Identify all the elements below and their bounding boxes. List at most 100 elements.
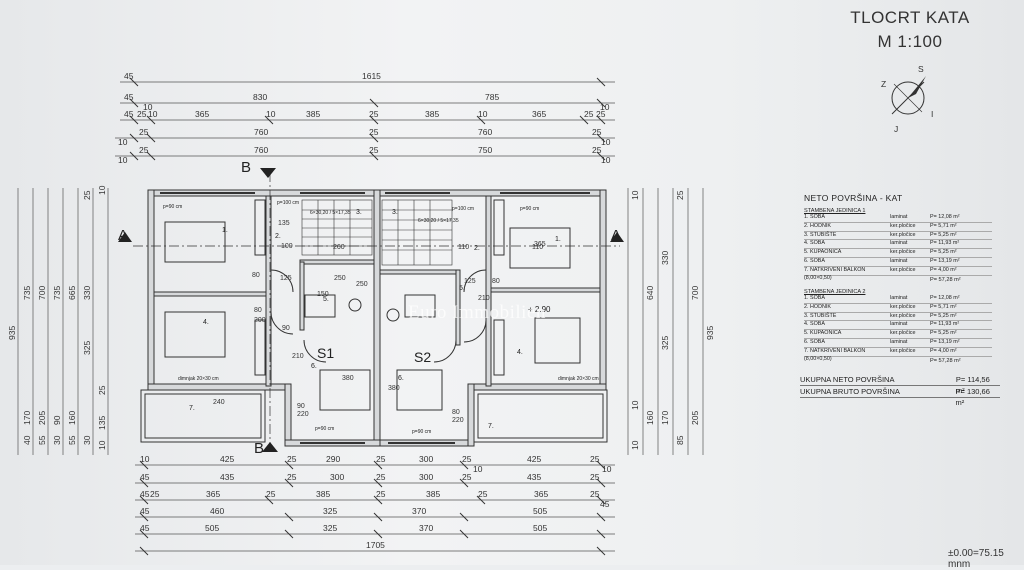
dim-right-9: 10 <box>630 190 640 200</box>
room-floor: ker.pločice <box>890 303 916 310</box>
dim-bot-6-0: 1705 <box>366 540 385 550</box>
neto-unit-2-title: STAMBENA JEDINICA 2 <box>804 289 866 295</box>
dim-top-5-6: 10 <box>601 155 611 165</box>
inner-dim-19: 210 <box>478 295 490 302</box>
dim-top-3-0: 45 <box>124 109 134 119</box>
dim-bot-1-6: 25 <box>462 454 472 464</box>
room-floor: ker.pločice <box>890 347 916 354</box>
inner-dim-8: 125 <box>464 278 476 285</box>
room-area: P= 5,25 m² <box>930 330 957 337</box>
section-a-left: A <box>118 227 128 244</box>
room-area: P= 4,00 m² <box>930 266 957 273</box>
dim-bot-2-7: 435 <box>527 472 541 482</box>
inner-dim-17: 220 <box>297 411 309 418</box>
elevation-note: ±0.00=75.15 mnm <box>948 548 1004 570</box>
dim-left-7: 170 <box>22 411 32 425</box>
unit-total-row: P= 57,28 m² <box>804 276 992 284</box>
dim-top-2-a: 45 <box>124 92 134 102</box>
dim-top-1-b: 1615 <box>362 71 381 81</box>
dim-top-4-3: 25 <box>369 127 379 137</box>
dim-bot-1-8: 425 <box>527 454 541 464</box>
dim-top-3-1: 25 <box>137 109 147 119</box>
dim-top-5-1: 25 <box>139 145 149 155</box>
wall-int-8 <box>455 269 461 346</box>
dim-bot-1-4: 25 <box>376 454 386 464</box>
section-a-right: A <box>611 227 621 244</box>
neto-unit-1-title: STAMBENA JEDINICA 1 <box>804 208 866 214</box>
dim-bot-5-4: 505 <box>533 523 547 533</box>
dim-bot-2-1: 435 <box>220 472 234 482</box>
inner-dim-7: 110 <box>532 244 543 251</box>
room-no-s2-4: 4. <box>517 349 523 356</box>
inner-dim-20: 220 <box>452 417 464 424</box>
room-no-s1-4: 4. <box>203 319 209 326</box>
room-area: P= 5,25 m² <box>930 249 957 256</box>
door-arc-3 <box>270 311 294 335</box>
room-name: 3. STUBIŠTE <box>804 231 837 238</box>
inner-dim-0: 135 <box>278 220 290 227</box>
door-arc-6 <box>433 339 457 363</box>
room-floor: laminat <box>890 295 908 301</box>
room-floor: laminat <box>890 240 908 247</box>
bed-4 <box>534 317 581 364</box>
room-name: 4. SOBA <box>804 240 825 247</box>
dim-bot-5-1: 505 <box>205 523 219 533</box>
balcony-left <box>140 389 266 443</box>
bathtub-right <box>404 294 436 318</box>
room-name: 6. SOBA <box>804 257 825 264</box>
wardrobe-1 <box>254 199 266 256</box>
inner-dim-9: 80 <box>492 278 500 285</box>
room-no-s1-2: 2. <box>275 233 281 240</box>
dim-bot-3-5: 25 <box>376 489 386 499</box>
dim-top-4-5: 25 <box>592 127 602 137</box>
door-arc-5 <box>303 339 327 363</box>
note-p100-right: p=100 cm <box>452 206 474 212</box>
room-floor: ker.pločice <box>890 330 916 337</box>
dim-right-11: 25 <box>675 190 685 200</box>
balcony-left-inner <box>144 393 262 439</box>
room-no-s1-1: 1. <box>222 227 228 234</box>
dim-left-9: 90 <box>52 415 62 425</box>
wall-int-2 <box>485 195 492 387</box>
dim-top-5-2: 760 <box>254 145 268 155</box>
room-no-s2-3: 3. <box>392 209 398 216</box>
drawing-title: TLOCRT KATA M 1:100 <box>835 6 985 54</box>
inner-dim-13: 210 <box>292 353 304 360</box>
inner-dim-12: 200 <box>254 317 266 324</box>
section-b-top-arrow <box>260 168 276 178</box>
room-area: P= 5,25 m² <box>930 231 957 238</box>
note-p90-bottom-right: p=90 cm <box>412 429 431 435</box>
dim-right-10: 10 <box>630 400 640 410</box>
dim-top-3-6: 25 <box>369 109 379 119</box>
inner-dim-11: 90 <box>282 325 290 332</box>
room-no-s2-1: 1. <box>555 236 561 243</box>
dim-top-2-b: 830 <box>253 92 267 102</box>
inner-dim-10: 80 <box>254 307 262 314</box>
dim-bot-4-4: 505 <box>533 506 547 516</box>
bed-6 <box>396 369 443 411</box>
dim-top-4-6: 10 <box>601 137 611 147</box>
section-a-left-arrow <box>118 232 132 242</box>
inner-dim-2: 80 <box>252 272 260 279</box>
inner-dim-1: 100 <box>281 243 293 250</box>
dim-bot-2-2: 25 <box>287 472 297 482</box>
dim-bot-1-1: 425 <box>220 454 234 464</box>
room-no-s2-7: 7. <box>488 423 494 430</box>
dim-bot-3-1: 25 <box>150 489 160 499</box>
dim-right-7: 160 <box>645 411 655 425</box>
room-name: 5. KUPAONICA <box>804 249 842 256</box>
dim-left-4: 665 <box>67 286 77 300</box>
bed-2 <box>164 311 226 358</box>
room-floor: laminat <box>890 338 908 345</box>
inner-dim-24: 150 <box>317 291 329 298</box>
